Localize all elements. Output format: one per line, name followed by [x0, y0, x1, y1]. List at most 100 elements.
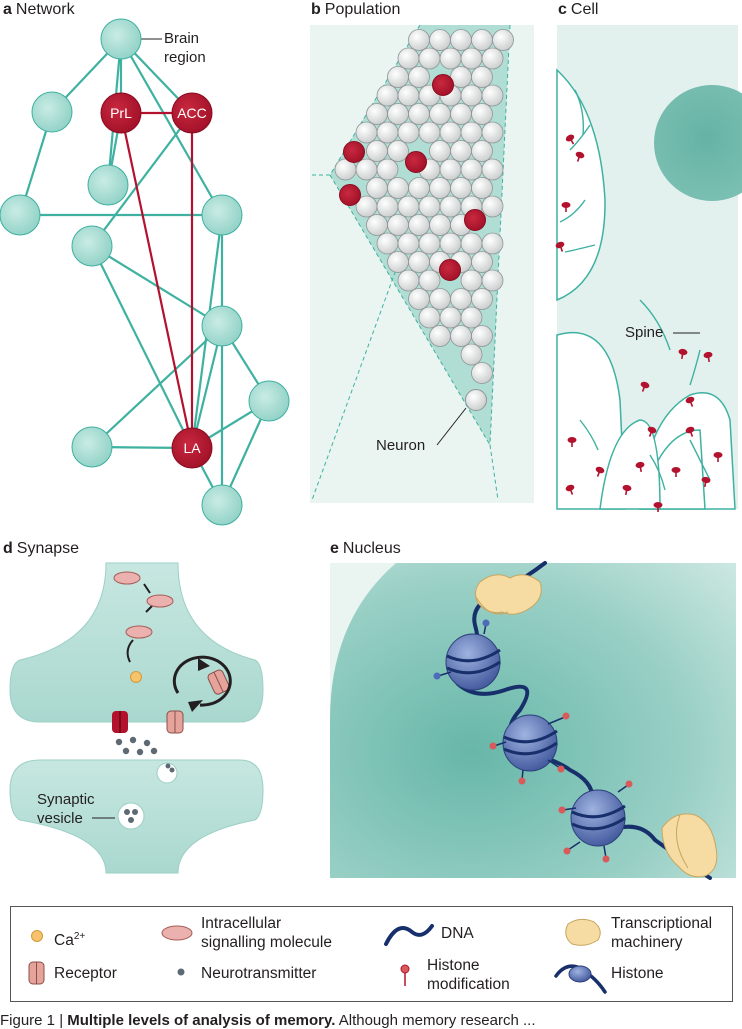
neuron: [460, 232, 483, 255]
neuron: [439, 121, 462, 144]
neuron: [397, 47, 420, 70]
legend-box: [10, 906, 733, 1002]
neuron: [465, 389, 487, 411]
receptor-pink: [166, 710, 184, 734]
network-node: [87, 164, 129, 206]
dendritic-spine: [685, 396, 695, 407]
dendritic-spine: [701, 476, 711, 488]
neuron: [418, 269, 441, 292]
network-node: [201, 305, 243, 347]
neuron: [460, 158, 483, 181]
panel-title: Synapse: [16, 540, 80, 557]
neuron: [460, 343, 483, 366]
network-node: [248, 380, 290, 422]
brain-region-node: [100, 18, 142, 60]
legend-histone-label: Histone: [611, 965, 664, 982]
neuron: [366, 140, 388, 162]
legend-receptor-label: Receptor: [54, 965, 117, 982]
neuron: [387, 140, 409, 162]
dendritic-spine: [561, 202, 571, 212]
legend-signalling-label: Intracellular signalling molecule: [201, 915, 332, 951]
neuron: [481, 121, 504, 144]
signal-arrow: [126, 639, 134, 663]
neuron-cluster: [334, 29, 514, 411]
acc-label: ACC: [177, 105, 207, 121]
neuron: [397, 232, 420, 255]
la-node: [171, 427, 213, 469]
cell-nucleus: [654, 85, 742, 201]
neuron: [429, 325, 451, 347]
neuron: [492, 29, 514, 51]
neuron: [408, 103, 430, 125]
active-neuron: [464, 209, 486, 231]
network-red-edges: [119, 111, 194, 449]
acc-node: [171, 92, 213, 134]
transcriptional-machinery-bottom: [661, 813, 718, 878]
neuron: [408, 66, 430, 88]
legend-dna-icon: [384, 924, 434, 946]
neuron: [376, 84, 399, 107]
network-node: [0, 194, 41, 236]
neuron: [429, 177, 451, 199]
arrow-head: [188, 700, 203, 712]
dendritic-spine: [565, 484, 575, 495]
dendritic-spine: [575, 151, 585, 162]
neuron: [481, 84, 504, 107]
neuron: [471, 325, 493, 347]
panel-letter: b: [311, 1, 321, 18]
dendritic-spine: [622, 484, 632, 496]
neuron: [460, 47, 483, 70]
neuron: [418, 306, 441, 329]
legend-machinery-icon: [565, 918, 601, 946]
network-node: [71, 225, 113, 267]
active-neuron: [439, 259, 461, 281]
neuron-label: Neuron: [376, 437, 426, 454]
neuron: [439, 306, 462, 329]
neuron-leader: [436, 407, 467, 446]
panel-title: Nucleus: [342, 540, 401, 557]
panel-letter: d: [3, 540, 13, 557]
active-neuron: [405, 151, 427, 173]
figure-caption: Figure 1 | Multiple levels of analysis o…: [0, 1012, 536, 1029]
dendrite-branches: [559, 89, 711, 491]
active-neuron: [339, 184, 361, 206]
neuron: [387, 251, 409, 273]
active-neuron: [343, 141, 365, 163]
neuron: [450, 103, 472, 125]
network-node: [71, 426, 113, 468]
synaptic-vesicle: [117, 802, 145, 830]
neuron: [429, 214, 451, 236]
dendritic-spine: [595, 466, 605, 477]
neuron: [376, 232, 399, 255]
legend-calcium-icon: [31, 930, 43, 942]
legend-calcium-label: Ca2+: [54, 931, 86, 950]
histone-3: [570, 789, 626, 847]
dendritic-spine: [635, 461, 645, 473]
dendritic-spine: [671, 467, 681, 477]
network-red-nodes: [100, 92, 213, 469]
network-node: [31, 91, 73, 133]
legend-neurotransmitter-icon: [177, 968, 185, 976]
neuron: [471, 103, 493, 125]
prl-node: [100, 92, 142, 134]
neuron: [471, 140, 493, 162]
neuron: [376, 158, 399, 181]
legend-histone-mod-icon: [400, 964, 410, 986]
histone-2: [502, 714, 558, 772]
dendritic-spine: [678, 348, 688, 360]
arrow-head: [198, 658, 210, 671]
neurotransmitter-molecules: [115, 736, 175, 773]
neuron: [439, 232, 462, 255]
neuron: [450, 288, 472, 310]
neuron: [387, 103, 409, 125]
dendritic-spine: [653, 502, 663, 512]
neuron: [418, 195, 441, 218]
neuron: [408, 251, 430, 273]
dendritic-spine: [555, 241, 565, 252]
neuron: [429, 140, 451, 162]
neuron: [439, 158, 462, 181]
panel-title: Population: [324, 1, 401, 18]
neuron: [397, 84, 420, 107]
